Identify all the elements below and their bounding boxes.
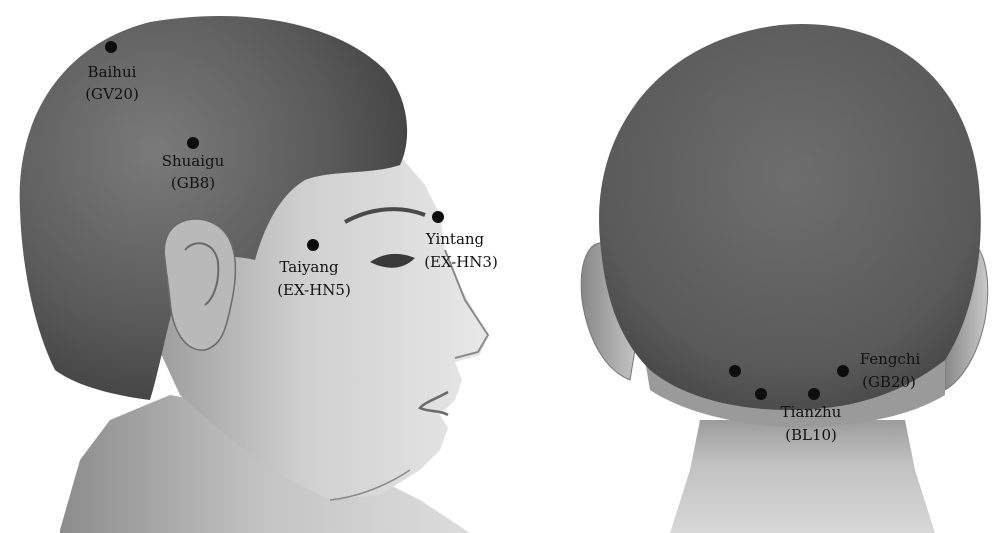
acupoint-code: (BL10)	[785, 426, 837, 444]
acupoint-name: Tianzhu	[781, 403, 842, 421]
acupoint-name: Fengchi	[860, 350, 921, 368]
acupoint-dot	[187, 137, 199, 149]
acupoint-dot-right	[808, 388, 820, 400]
acupoint-dot	[105, 41, 117, 53]
acupoint-code: (EX-HN5)	[277, 281, 351, 299]
acupoint-dot-right	[837, 365, 849, 377]
acupoint-code: (EX-HN3)	[424, 253, 498, 271]
acupoint-dot-left	[755, 388, 767, 400]
acupoint-dot	[307, 239, 319, 251]
back-view-head	[581, 24, 987, 533]
acupoint-name: Baihui	[88, 63, 137, 81]
acupoint-name: Yintang	[425, 230, 485, 248]
acupoint-code: (GV20)	[85, 85, 139, 103]
acupoint-yintang: Yintang (EX-HN3)	[424, 211, 498, 271]
acupoint-code: (GB20)	[862, 373, 916, 391]
acupoint-name: Shuaigu	[162, 152, 225, 170]
back-hair	[599, 24, 981, 410]
acupoint-dot-left	[729, 365, 741, 377]
acupoint-name: Taiyang	[279, 258, 339, 276]
acupoint-dot	[432, 211, 444, 223]
acupoint-code: (GB8)	[171, 174, 215, 192]
